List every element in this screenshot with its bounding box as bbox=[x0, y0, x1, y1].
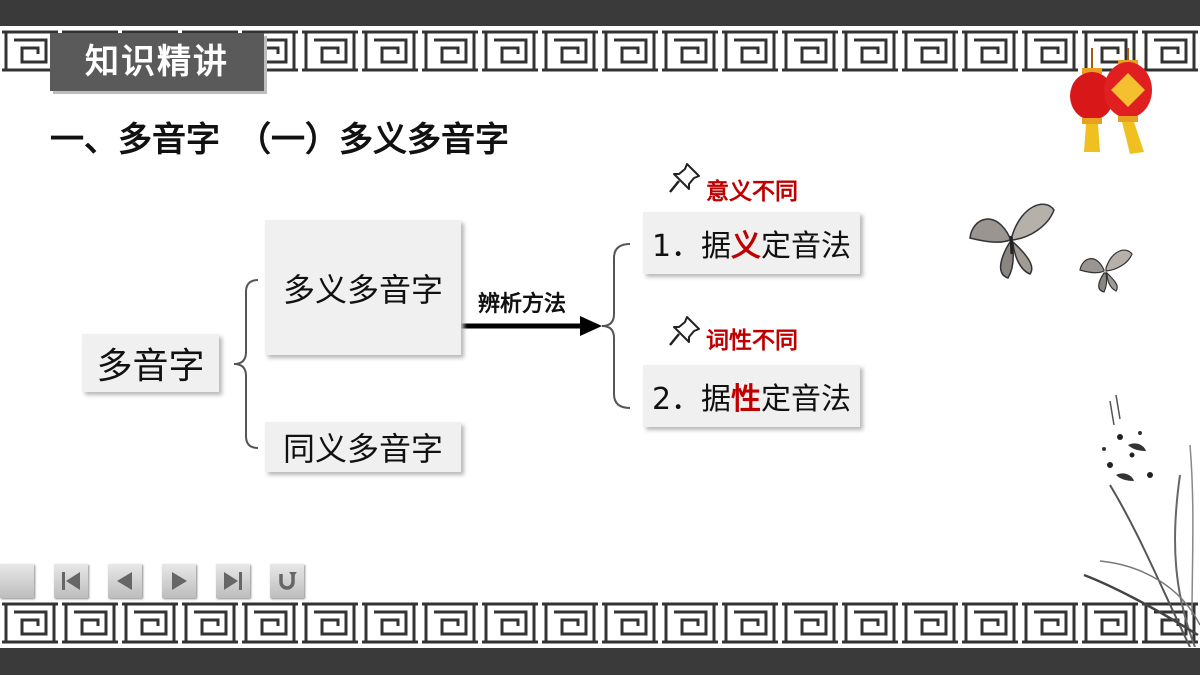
arrow-label: 辨析方法 bbox=[478, 292, 567, 317]
last-slide-icon bbox=[224, 572, 242, 590]
root-box-polyphonic-characters: 多音字 bbox=[82, 334, 219, 392]
bottom-border-bar bbox=[0, 648, 1200, 675]
method-arrow-head bbox=[580, 316, 602, 336]
lantern-icon bbox=[1070, 48, 1152, 154]
right-bracket bbox=[601, 243, 631, 409]
method-highlight: 义 bbox=[731, 229, 762, 264]
bottom-fretwork-border bbox=[0, 598, 1200, 648]
top-border-bar bbox=[0, 0, 1200, 26]
previous-slide-button[interactable] bbox=[108, 564, 142, 598]
note-meaning-differs: 意义不同 bbox=[706, 179, 798, 205]
method-box-by-meaning: 1．据义定音法 bbox=[643, 212, 860, 274]
butterfly-icon bbox=[969, 203, 1055, 279]
first-slide-icon bbox=[62, 572, 80, 590]
return-button[interactable] bbox=[270, 564, 304, 598]
method-prefix: 1．据 bbox=[651, 229, 732, 264]
blank-button[interactable] bbox=[0, 564, 34, 598]
orchid-painting-icon bbox=[1083, 394, 1200, 647]
section-tag: 知识精讲 bbox=[50, 33, 264, 91]
method-suffix: 定音法 bbox=[761, 382, 852, 417]
method-suffix: 定音法 bbox=[761, 229, 852, 264]
previous-slide-icon bbox=[117, 572, 132, 590]
page-title: 一、多音字 （一）多义多音字 bbox=[50, 120, 509, 160]
method-box-by-part-of-speech: 2．据性定音法 bbox=[643, 365, 860, 427]
first-slide-button[interactable] bbox=[54, 564, 88, 598]
branch-box-synonymous: 同义多音字 bbox=[265, 422, 461, 472]
butterfly-icon bbox=[1079, 249, 1133, 293]
pushpin-icon bbox=[669, 316, 700, 346]
last-slide-button[interactable] bbox=[216, 564, 250, 598]
method-highlight: 性 bbox=[731, 382, 762, 417]
note-part-of-speech-differs: 词性不同 bbox=[706, 328, 798, 354]
return-icon bbox=[279, 572, 297, 590]
next-slide-icon bbox=[172, 572, 187, 590]
branch-box-polysemous: 多义多音字 bbox=[265, 220, 461, 355]
pushpin-icon bbox=[669, 163, 700, 193]
left-bracket bbox=[233, 279, 259, 449]
next-slide-button[interactable] bbox=[162, 564, 196, 598]
method-prefix: 2．据 bbox=[651, 382, 732, 417]
